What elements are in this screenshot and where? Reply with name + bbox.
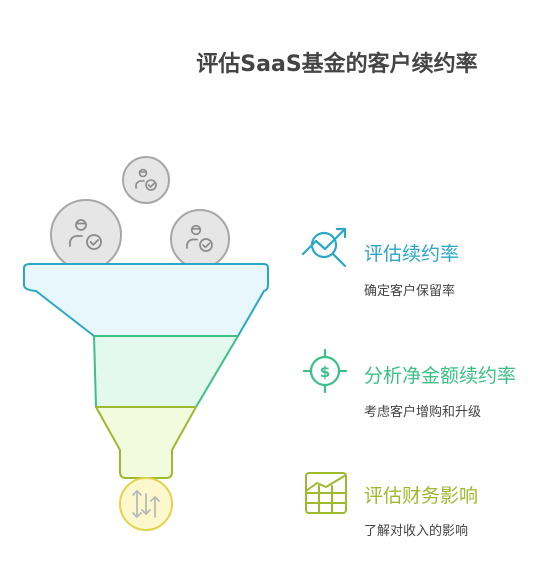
customer-circle-small (122, 156, 170, 204)
user-check-icon (135, 168, 157, 191)
customer-circle-large (50, 199, 122, 271)
funnel (23, 263, 269, 479)
item-desc-financial-impact: 了解对收入的影响 (364, 524, 469, 539)
page-title: 评估SaaS基金的客户续约率 (196, 52, 478, 77)
funnel-bottom-section (95, 406, 197, 479)
funnel-top-section (23, 263, 269, 337)
funnel-middle-section (93, 335, 239, 408)
customer-circle-medium (170, 209, 230, 269)
chart-magnifier-icon (301, 227, 347, 268)
sorting-arrows-icon (132, 490, 160, 518)
item-title-net-renewal: 分析净金额续约率 (364, 365, 517, 387)
svg-text:$: $ (320, 363, 330, 381)
user-check-icon (186, 224, 213, 252)
funnel-output-circle (119, 477, 173, 531)
dollar-target-icon: $ (302, 348, 348, 394)
item-desc-renewal-rate: 确定客户保留率 (364, 284, 456, 299)
financial-chart-icon (305, 472, 347, 514)
item-desc-net-renewal: 考虑客户增购和升级 (364, 405, 482, 420)
item-title-renewal-rate: 评估续约率 (364, 243, 460, 265)
user-check-icon (69, 219, 102, 250)
item-title-financial-impact: 评估财务影响 (364, 485, 479, 507)
